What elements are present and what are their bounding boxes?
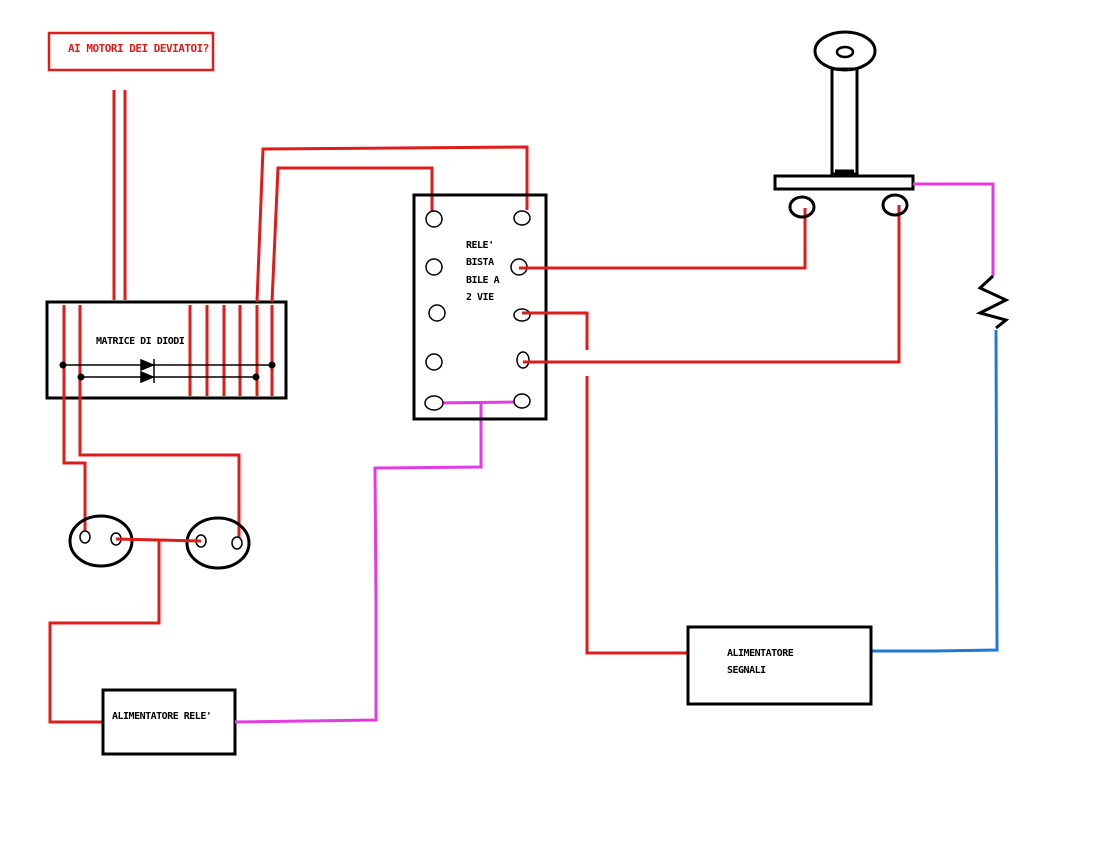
motori-label-box — [47, 31, 215, 72]
wire-matrix-to-socket-a — [62, 396, 87, 535]
wire-matrix-to-relay-left — [270, 166, 434, 303]
resistor-icon — [975, 274, 1010, 330]
semaphore-signal-icon — [773, 30, 915, 219]
wire-relay-bottom-link — [434, 400, 523, 405]
relay-label-4: 2 VIE — [466, 292, 494, 303]
alimentatore-rele-label: ALIMENTATORE RELE' — [112, 711, 211, 722]
diode-matrix-box — [45, 300, 288, 400]
motori-label: AI MOTORI DEI DEVIATOI? — [68, 42, 209, 55]
wire-relay-to-alim-segnali — [522, 311, 589, 350]
diode-matrix-label: MATRICE DI DIODI — [96, 336, 185, 347]
wire-resistor-to-alim-segnali — [871, 329, 999, 653]
wire-socket-to-alim-rele — [48, 540, 161, 724]
wire-matrix-to-socket-b — [78, 396, 241, 541]
diode-lines — [62, 364, 272, 378]
socket-icon — [68, 514, 251, 570]
wire-alim-rele-to-relay — [234, 403, 483, 724]
diode-dots — [59, 361, 276, 381]
wire-relay-to-signal-right — [523, 205, 901, 364]
wire-signal-to-resistor — [913, 182, 995, 276]
alimentatore-segnali-label-1: ALIMENTATORE — [727, 648, 794, 659]
diode-icon — [140, 358, 155, 384]
alimentatore-segnali-label-2: SEGNALI — [727, 665, 766, 676]
relay-label-3: BILE A — [466, 275, 500, 286]
wire-relay-to-signal-left — [519, 208, 807, 270]
wire-matrix-to-relay-right — [255, 145, 529, 303]
alimentatore-rele-box — [101, 688, 237, 756]
alimentatore-segnali-box — [686, 625, 873, 706]
socket-pins — [79, 530, 243, 550]
relay-box — [412, 193, 548, 421]
relay-label-2: BISTA — [466, 257, 494, 268]
matrix-red-bars — [62, 305, 274, 396]
relay-label-1: RELE' — [466, 240, 494, 251]
wire-relay-to-alim-segnali-lower — [585, 376, 688, 655]
